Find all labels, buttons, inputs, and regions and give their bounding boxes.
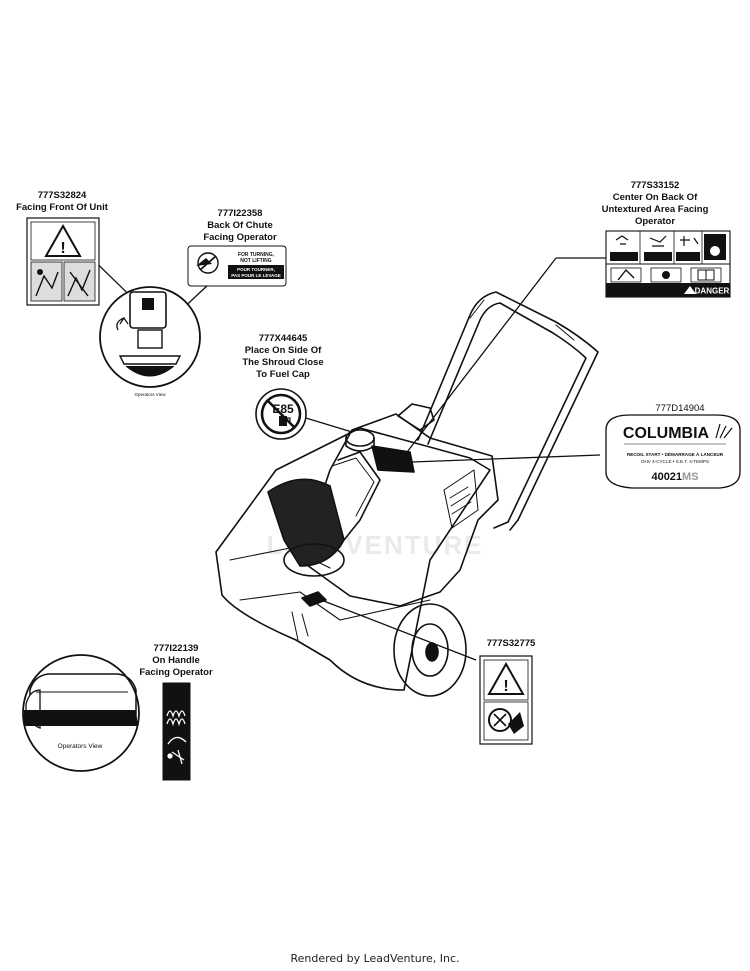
placement-note-line-2: Facing Operator — [139, 667, 213, 678]
danger-triangle-icon — [684, 286, 696, 294]
decal-777I22139: 777I22139 On Handle Facing Operator — [139, 643, 213, 781]
placement-note-line-3: Operator — [635, 216, 675, 227]
warning-triangle-icon: ! — [44, 223, 82, 257]
placement-note-line-1: Place On Side Of — [245, 345, 322, 356]
e85-label: E85 — [272, 402, 294, 416]
decal-777D14904: 777D14904 COLUMBIA RECOIL START • DÉMARR… — [605, 403, 741, 489]
part-number: 777S33152 — [631, 180, 680, 191]
fuel-pump-icon — [279, 416, 291, 426]
brand-logo: COLUMBIA — [623, 425, 710, 442]
model-number: 40021 — [651, 471, 682, 483]
decal-777S32775: 777S32775 ! — [479, 638, 536, 745]
part-number: 777D14904 — [655, 403, 704, 414]
part-number: 777X44645 — [259, 333, 308, 344]
placement-note: Facing Front Of Unit — [16, 202, 109, 213]
danger-text: DANGER — [695, 287, 730, 296]
placement-note-line-2: Facing Operator — [203, 232, 277, 243]
decal-text-line-3: POUR TOURNER, — [237, 267, 275, 272]
inset-handle-operators-view: Operators View — [22, 654, 140, 772]
snow-thrower-illustration — [215, 291, 599, 697]
part-number: 777S32824 — [38, 190, 87, 201]
model-suffix: MS — [682, 471, 699, 483]
chute-handle-icon — [196, 252, 219, 274]
decal-text-line-2: NOT LIFTING — [240, 258, 271, 264]
inset-caption: Operators View — [135, 392, 167, 397]
placement-note-line-2: The Shroud Close — [242, 357, 323, 368]
svg-text:40021MS: 40021MS — [651, 471, 698, 483]
placement-note-line-1: Back Of Chute — [207, 220, 272, 231]
decal-777S33152: 777S33152 Center On Back Of Untextured A… — [602, 180, 731, 298]
decal-line-1: RECOIL START • DÉMARRAGE À LANCEUR — [627, 450, 724, 457]
svg-text:!: ! — [503, 678, 508, 695]
hazard-icons — [610, 267, 722, 283]
decal-text-line-1: FOR TURNING, — [238, 252, 275, 258]
part-number: 777I22139 — [154, 643, 199, 654]
placement-note-line-3: To Fuel Cap — [256, 369, 310, 380]
inset-caption: Operators View — [58, 743, 103, 750]
part-number: 777I22358 — [218, 208, 263, 219]
placement-note-line-1: Center On Back Of — [613, 192, 698, 203]
grass-logo-icon — [715, 423, 733, 439]
footer-credit: Rendered by LeadVenture, Inc. — [290, 952, 460, 965]
decal-text-line-4: PAS POUR LE LEVAGE — [231, 273, 281, 278]
decal-777S32824: 777S32824 Facing Front Of Unit ! — [16, 190, 109, 306]
part-number: 777S32775 — [487, 638, 536, 649]
inset-chute-operators-view: Operators View — [99, 286, 201, 397]
auger-drive-icon — [166, 710, 186, 727]
placement-note-line-1: On Handle — [152, 655, 200, 666]
decal-line-2: OHV 4-CYCLE • S.E.T. 4-TEMPS — [641, 459, 709, 464]
warning-triangle-icon: ! — [487, 661, 525, 695]
svg-text:!: ! — [60, 240, 65, 257]
decal-777I22358: 777I22358 Back Of Chute Facing Operator … — [187, 208, 287, 287]
rotating-blade-hazard-icon — [488, 708, 524, 734]
placement-note-line-2: Untextured Area Facing — [602, 204, 709, 215]
decal-777X44645: 777X44645 Place On Side Of The Shroud Cl… — [242, 333, 324, 440]
chute-rotate-icon — [167, 736, 187, 765]
